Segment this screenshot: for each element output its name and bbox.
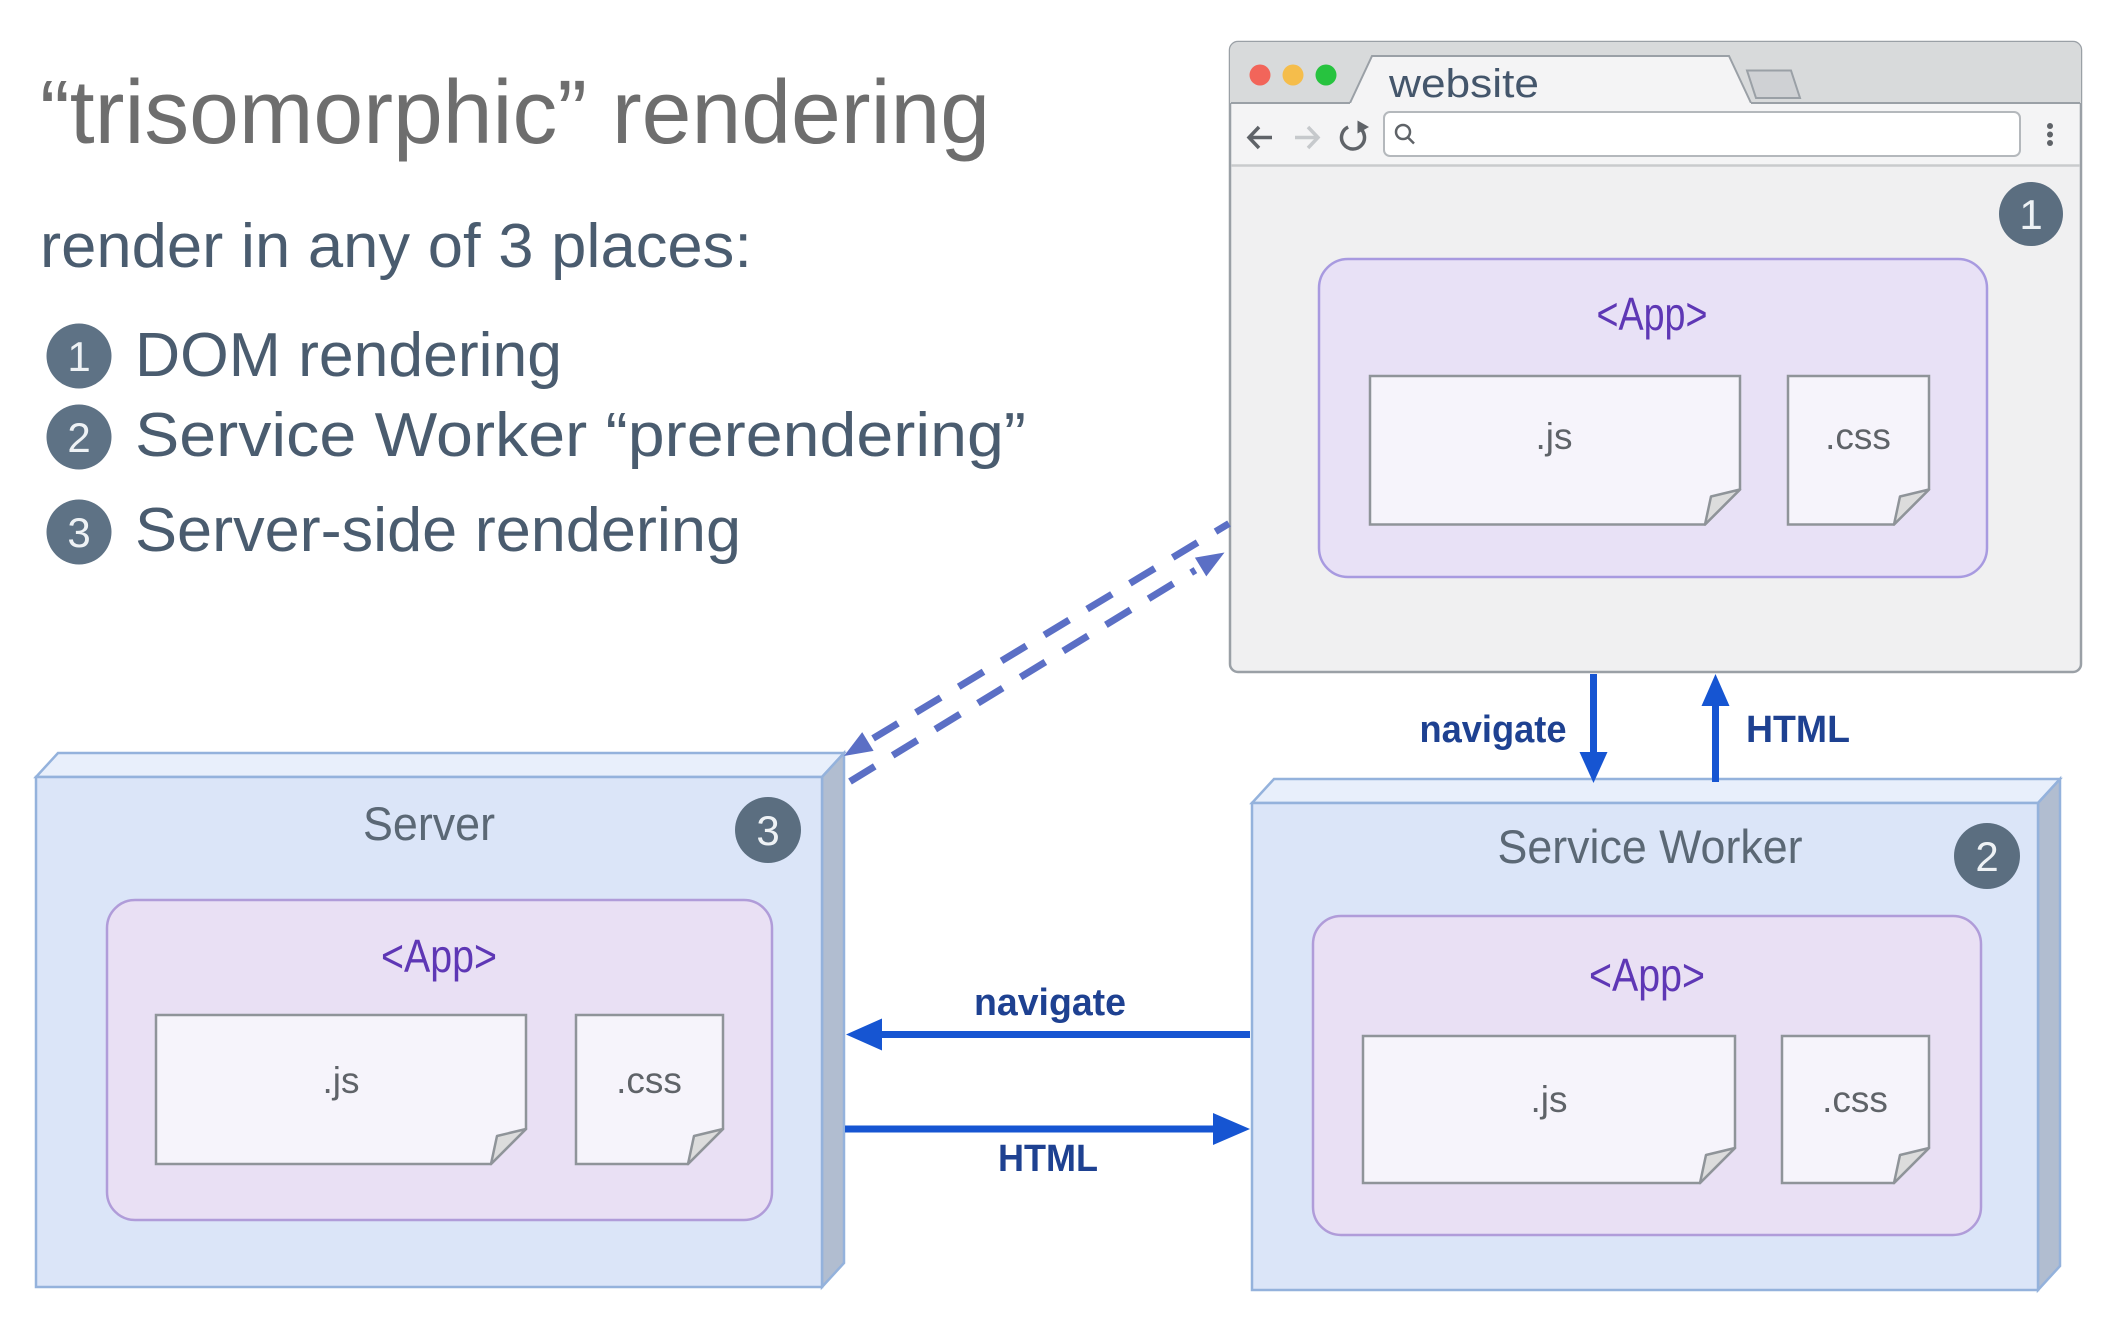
svg-text:.css: .css	[1825, 416, 1891, 457]
svg-text:.js: .js	[323, 1060, 360, 1101]
svg-text:.css: .css	[1822, 1079, 1888, 1120]
svg-text:Server: Server	[363, 797, 495, 850]
svg-text:navigate: navigate	[1420, 709, 1567, 751]
svg-text:1: 1	[2019, 191, 2042, 238]
svg-text:navigate: navigate	[974, 982, 1126, 1024]
svg-text:2: 2	[1975, 833, 1998, 880]
svg-text:.js: .js	[1531, 1079, 1568, 1120]
svg-text:3: 3	[67, 509, 90, 556]
svg-text:.js: .js	[1536, 416, 1573, 457]
svg-text:3: 3	[756, 807, 779, 854]
svg-text:<App>: <App>	[1589, 949, 1705, 1001]
svg-text:“trisomorphic” rendering: “trisomorphic” rendering	[40, 63, 990, 163]
svg-text:website: website	[1388, 62, 1539, 106]
svg-text:2: 2	[67, 414, 90, 461]
svg-text:Service Worker “prerendering”: Service Worker “prerendering”	[135, 401, 1026, 470]
svg-text:HTML: HTML	[998, 1138, 1098, 1180]
svg-text:1: 1	[67, 333, 90, 380]
svg-text:render in any of 3 places:: render in any of 3 places:	[40, 212, 752, 281]
svg-text:<App>: <App>	[1597, 288, 1708, 340]
svg-text:<App>: <App>	[381, 930, 497, 982]
svg-text:Server-side rendering: Server-side rendering	[135, 496, 741, 565]
svg-text:.css: .css	[616, 1060, 682, 1101]
svg-text:DOM rendering: DOM rendering	[135, 321, 562, 390]
svg-text:HTML: HTML	[1746, 709, 1850, 751]
svg-text:Service Worker: Service Worker	[1498, 820, 1803, 873]
